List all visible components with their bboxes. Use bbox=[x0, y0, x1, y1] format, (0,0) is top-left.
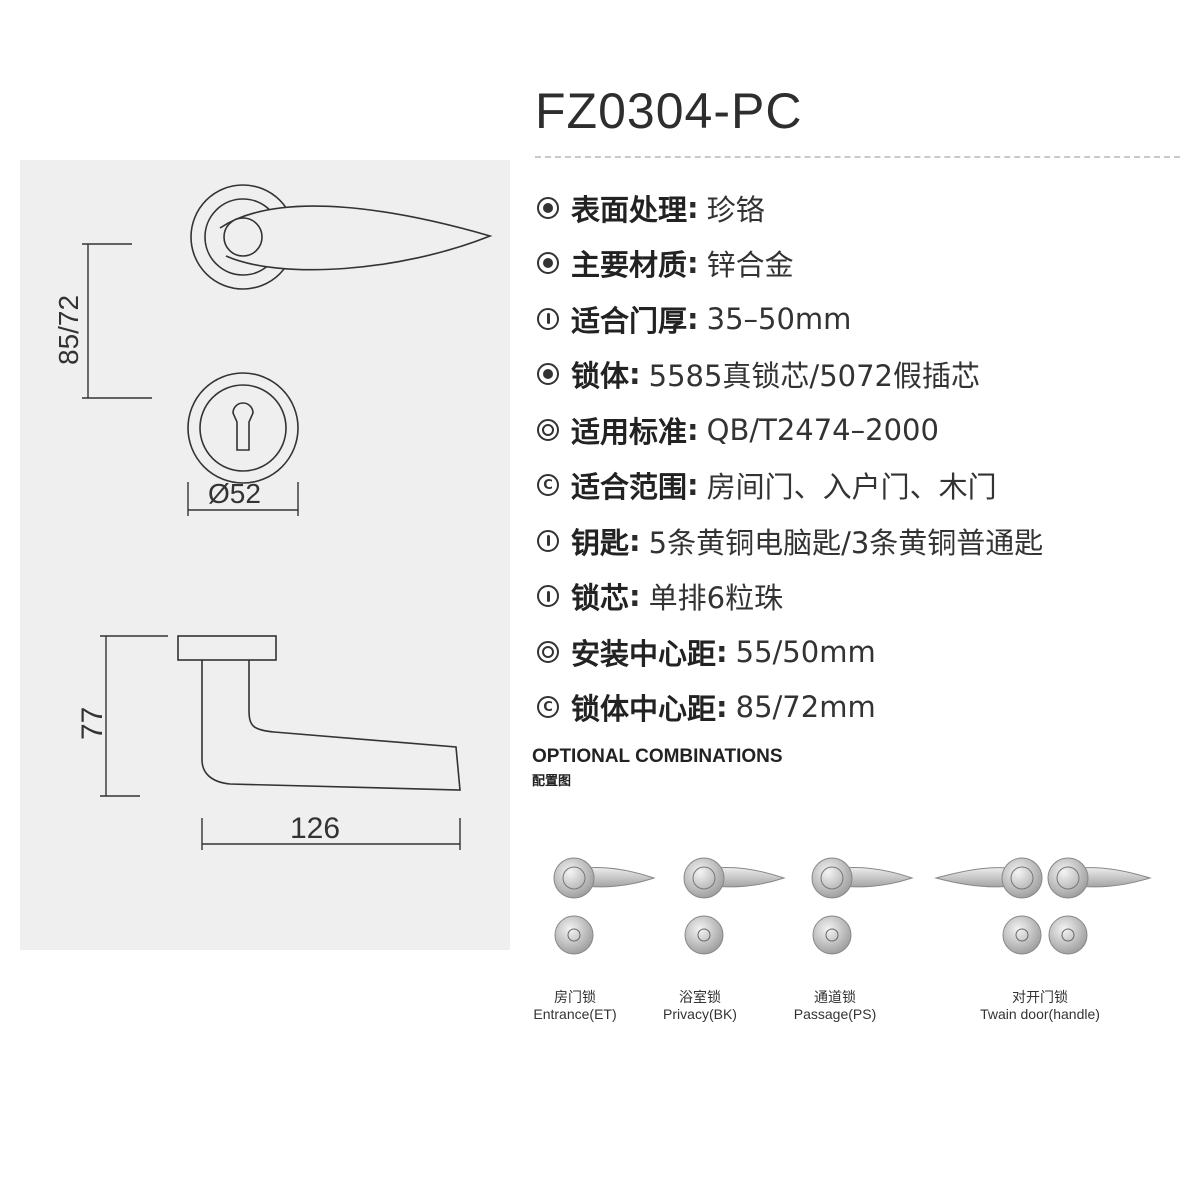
material-icon bbox=[537, 252, 559, 275]
combo-cn: 对开门锁 bbox=[1012, 990, 1068, 1006]
dimension-52 bbox=[187, 482, 299, 516]
combo-twain-label: 对开门锁 Twain door(handle) bbox=[960, 990, 1120, 1022]
product-model-title: FZ0304-PC bbox=[535, 83, 803, 139]
combo-privacy-label: 浴室锁 Privacy(BK) bbox=[645, 990, 755, 1022]
combo-cn: 房门锁 bbox=[554, 990, 596, 1006]
lever-side-view bbox=[177, 635, 461, 791]
optional-combinations-title: OPTIONAL COMBINATIONS bbox=[532, 746, 783, 767]
combo-entrance-illustration bbox=[553, 857, 656, 955]
dimension-77 bbox=[100, 635, 168, 797]
center-distance-icon: C bbox=[537, 696, 559, 719]
spec-row-scope: C 适合范围: 房间门、入户门、木门 bbox=[537, 458, 1187, 514]
combo-en: Passage(PS) bbox=[793, 1006, 877, 1022]
spec-row-key: 钥匙: 5条黄铜电脑匙/3条黄铜普通匙 bbox=[537, 513, 1187, 569]
lock-body-icon bbox=[537, 363, 559, 386]
spec-value: 85/72mm bbox=[735, 690, 876, 725]
spec-label: 安装中心距 bbox=[571, 636, 717, 671]
spec-value: 单排6粒珠 bbox=[648, 581, 784, 616]
spec-row-cylinder: 锁芯: 单排6粒珠 bbox=[537, 569, 1187, 625]
dimension-126 bbox=[201, 818, 461, 850]
height-dim-label: 85/72 bbox=[53, 295, 84, 365]
combo-passage-illustration bbox=[811, 857, 914, 955]
combo-cn: 通道锁 bbox=[814, 990, 856, 1006]
key-icon bbox=[537, 529, 559, 552]
spec-row-install-distance: 安装中心距: 55/50mm bbox=[537, 624, 1187, 680]
spec-row-lock-body: 锁体: 5585真锁芯/5072假插芯 bbox=[537, 347, 1187, 403]
combo-passage-label: 通道锁 Passage(PS) bbox=[780, 990, 890, 1022]
spec-row-finish: 表面处理: 珍铬 bbox=[537, 180, 1187, 236]
spec-row-standard: 适用标准: QB/T2474–2000 bbox=[537, 402, 1187, 458]
scope-icon: C bbox=[537, 474, 559, 497]
spec-label: 钥匙 bbox=[571, 525, 630, 560]
combo-en: Entrance(ET) bbox=[533, 1006, 617, 1022]
spec-list: 表面处理: 珍铬 主要材质: 锌合金 适合门厚: 35–50mm 锁体: 558… bbox=[537, 180, 1187, 735]
spec-label: 主要材质 bbox=[571, 248, 688, 283]
combo-twain-illustration bbox=[934, 857, 1152, 955]
dimension-85-72 bbox=[82, 243, 152, 399]
spec-value: 55/50mm bbox=[735, 634, 876, 669]
lever-top-view bbox=[190, 184, 493, 290]
spec-value: 房间门、入户门、木门 bbox=[706, 470, 997, 505]
finish-icon bbox=[537, 196, 559, 219]
lever-height-dim-label: 77 bbox=[76, 707, 109, 740]
spec-row-material: 主要材质: 锌合金 bbox=[537, 236, 1187, 292]
spec-value: 35–50mm bbox=[706, 301, 852, 336]
standard-icon bbox=[537, 418, 559, 441]
title-divider bbox=[535, 156, 1180, 158]
spec-label: 适合门厚 bbox=[571, 303, 688, 338]
combination-illustrations bbox=[553, 857, 1152, 955]
spec-row-door-thickness: 适合门厚: 35–50mm bbox=[537, 291, 1187, 347]
spec-value: 锌合金 bbox=[706, 248, 794, 283]
combo-cn: 浴室锁 bbox=[679, 990, 721, 1006]
spec-value: 5585真锁芯/5072假插芯 bbox=[648, 359, 981, 394]
optional-combinations-subtitle: 配置图 bbox=[532, 774, 572, 789]
combination-gallery: 房门锁 Entrance(ET) 浴室锁 Privacy(BK) 通道锁 Pas… bbox=[530, 840, 1190, 1040]
spec-label: 表面处理 bbox=[571, 192, 688, 227]
combo-privacy-illustration bbox=[683, 857, 786, 955]
technical-drawing-panel: 85/72 Ø52 77 126 bbox=[20, 160, 510, 950]
combo-entrance-label: 房门锁 Entrance(ET) bbox=[520, 990, 630, 1022]
cylinder-icon bbox=[537, 585, 559, 608]
spec-label: 锁芯 bbox=[571, 581, 630, 616]
door-thickness-icon bbox=[537, 307, 559, 330]
escutcheon-view bbox=[187, 372, 299, 484]
spec-label: 适合范围 bbox=[571, 470, 688, 505]
combo-en: Twain door(handle) bbox=[980, 1006, 1100, 1022]
install-icon bbox=[537, 640, 559, 663]
spec-value: QB/T2474–2000 bbox=[706, 412, 939, 447]
spec-value: 5条黄铜电脑匙/3条黄铜普通匙 bbox=[648, 525, 1044, 560]
spec-label: 锁体 bbox=[571, 359, 630, 394]
technical-drawing: 85/72 Ø52 77 126 bbox=[53, 184, 493, 850]
rose-dim-label: Ø52 bbox=[208, 478, 261, 509]
spec-label: 锁体中心距 bbox=[571, 692, 717, 727]
combo-en: Privacy(BK) bbox=[663, 1006, 737, 1022]
spec-row-center-distance: C 锁体中心距: 85/72mm bbox=[537, 680, 1187, 736]
lever-length-dim-label: 126 bbox=[290, 812, 340, 845]
spec-label: 适用标准 bbox=[571, 414, 688, 449]
spec-value: 珍铬 bbox=[706, 192, 765, 227]
